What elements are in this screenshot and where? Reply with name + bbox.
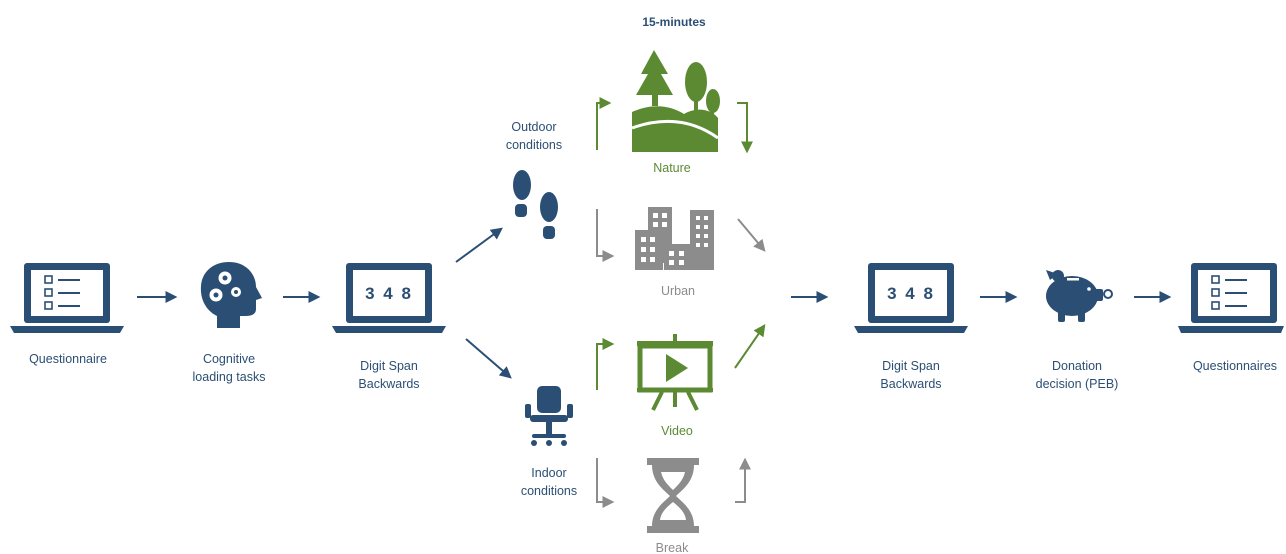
digit-span-label-1: Digit Span — [360, 359, 418, 373]
nature-exit-arrow — [737, 102, 753, 154]
digit-span-screen-digits: 3 4 8 — [365, 284, 413, 303]
break-label: Break — [656, 541, 689, 554]
donation-label-2: decision (PEB) — [1036, 377, 1119, 391]
donation-label-1: Donation — [1052, 359, 1102, 373]
piggy-bank-icon — [1046, 270, 1113, 322]
questionnaires-label: Questionnaires — [1193, 359, 1277, 373]
video-entry-arrow — [596, 338, 615, 390]
arrow-to-indoor — [465, 338, 512, 379]
outdoor-label-1: Outdoor — [511, 120, 556, 134]
duration-title: 15-minutes — [642, 15, 706, 29]
nature-entry-arrow — [596, 97, 612, 150]
digit-span-2-screen-digits: 3 4 8 — [887, 284, 935, 303]
hourglass-icon — [647, 458, 699, 533]
digit-span-label-2: Backwards — [358, 377, 419, 391]
brain-gears-head-icon — [200, 262, 262, 328]
indoor-label-1: Indoor — [531, 466, 566, 480]
video-label: Video — [661, 424, 693, 438]
digit-span-2-label-1: Digit Span — [882, 359, 940, 373]
break-exit-arrow — [735, 457, 751, 503]
indoor-label-2: conditions — [521, 484, 577, 498]
footprints-icon — [513, 170, 558, 239]
digit-span-laptop-icon — [332, 263, 446, 333]
digit-span-2-label-2: Backwards — [880, 377, 941, 391]
video-exit-arrow — [734, 324, 766, 369]
urban-entry-arrow — [596, 209, 615, 262]
outdoor-label-2: conditions — [506, 138, 562, 152]
questionnaires-laptop-icon — [1178, 263, 1284, 333]
arrow-to-outdoor — [455, 227, 503, 263]
urban-exit-arrow — [737, 218, 766, 252]
nature-label: Nature — [653, 161, 691, 175]
nature-landscape-icon — [631, 50, 720, 152]
urban-label: Urban — [661, 284, 695, 298]
cognitive-label-2: loading tasks — [193, 370, 266, 384]
questionnaire-label: Questionnaire — [29, 352, 107, 366]
digit-span-laptop-2-icon — [854, 263, 968, 333]
office-chair-icon — [525, 386, 573, 446]
city-buildings-icon — [635, 207, 714, 270]
video-presentation-icon — [637, 334, 713, 411]
questionnaire-laptop-icon — [10, 263, 124, 333]
cognitive-label-1: Cognitive — [203, 352, 255, 366]
break-entry-arrow — [596, 458, 615, 508]
